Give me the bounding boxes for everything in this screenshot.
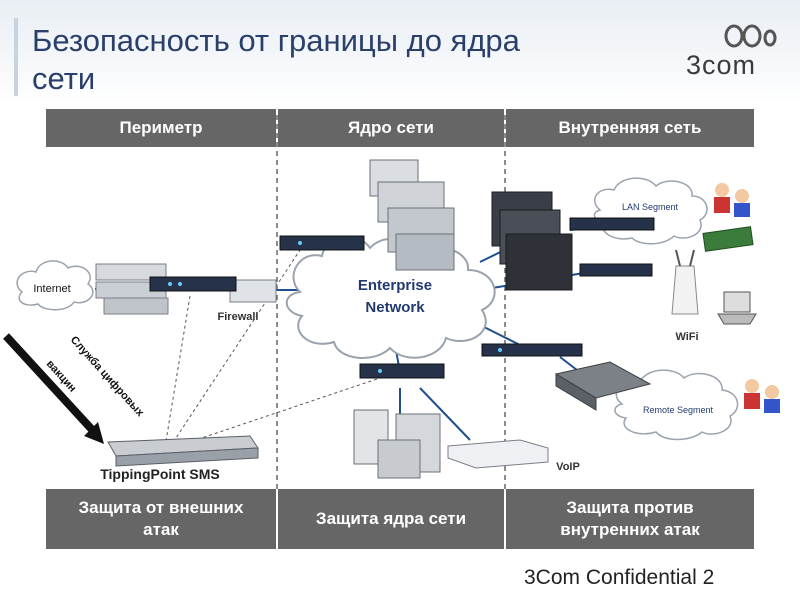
user-group-icon-lan	[714, 183, 750, 217]
zone-footer-perimeter: Защита от внешних атак	[46, 489, 276, 549]
footer-confidential: 3Com Confidential 2	[524, 566, 714, 590]
service-arrow-label-2: вакцин	[44, 358, 79, 395]
enterprise-network-label-1: Enterprise	[358, 277, 432, 294]
remote-segment-label: Remote Segment	[643, 405, 714, 415]
zone-header-internal: Внутренняя сеть	[506, 109, 754, 147]
internet-cloud-icon	[16, 260, 94, 311]
core-switch-chassis-icon	[369, 159, 455, 271]
user-group-icon-remote	[744, 379, 780, 413]
confidential-text: 3Com Confidential	[524, 566, 697, 589]
zone-footer-internal-text: Защита против внутренних атак	[560, 498, 700, 539]
remote-segment-cloud-icon	[614, 369, 739, 441]
tippingpoint-sms-server-icon	[107, 435, 259, 467]
voip-gateway-icon	[447, 439, 549, 469]
header-background	[0, 0, 800, 102]
zone-footer-perimeter-text: Защита от внешних атак	[78, 498, 244, 539]
header-accent-bar	[14, 18, 18, 96]
wifi-access-point-icon	[671, 249, 699, 315]
tippingpoint-label: TippingPoint SMS	[100, 466, 220, 482]
server-cluster-icon	[353, 409, 441, 479]
voip-label: VoIP	[556, 461, 580, 473]
core-ips-device-icon	[279, 235, 583, 379]
firewall-label: Firewall	[218, 311, 259, 323]
logo-text: 3com	[686, 50, 757, 80]
enterprise-cloud-icon	[285, 235, 496, 360]
zone-footer-internal: Защита против внутренних атак	[506, 489, 754, 549]
zone-header-perimeter: Периметр	[46, 109, 276, 147]
service-arrow-label-1: Служба цифровых	[68, 334, 147, 420]
internal-switch-chassis-icon	[491, 191, 573, 291]
remote-router-icon	[554, 361, 652, 411]
internet-label: Internet	[33, 283, 70, 295]
zone-footer-core: Защита ядра сети	[278, 489, 504, 549]
slide-title: Безопасность от границы до ядра сети	[32, 23, 520, 96]
network-card-icon	[702, 226, 754, 252]
page-number: 2	[702, 566, 715, 589]
management-links	[164, 249, 381, 448]
wifi-label: WiFi	[675, 331, 698, 343]
digital-vaccine-arrow-icon	[3, 333, 104, 444]
firewall-device-icon	[95, 263, 277, 315]
lan-segment-label: LAN Segment	[622, 202, 679, 212]
laptop-icon	[717, 291, 757, 325]
enterprise-network-label-2: Network	[365, 299, 425, 316]
zone-header-core: Ядро сети	[278, 109, 504, 147]
zone-footer-core-text: Защита ядра сети	[315, 509, 467, 528]
internal-ips-device-icon	[569, 217, 655, 277]
3com-logo-icon	[724, 24, 777, 48]
